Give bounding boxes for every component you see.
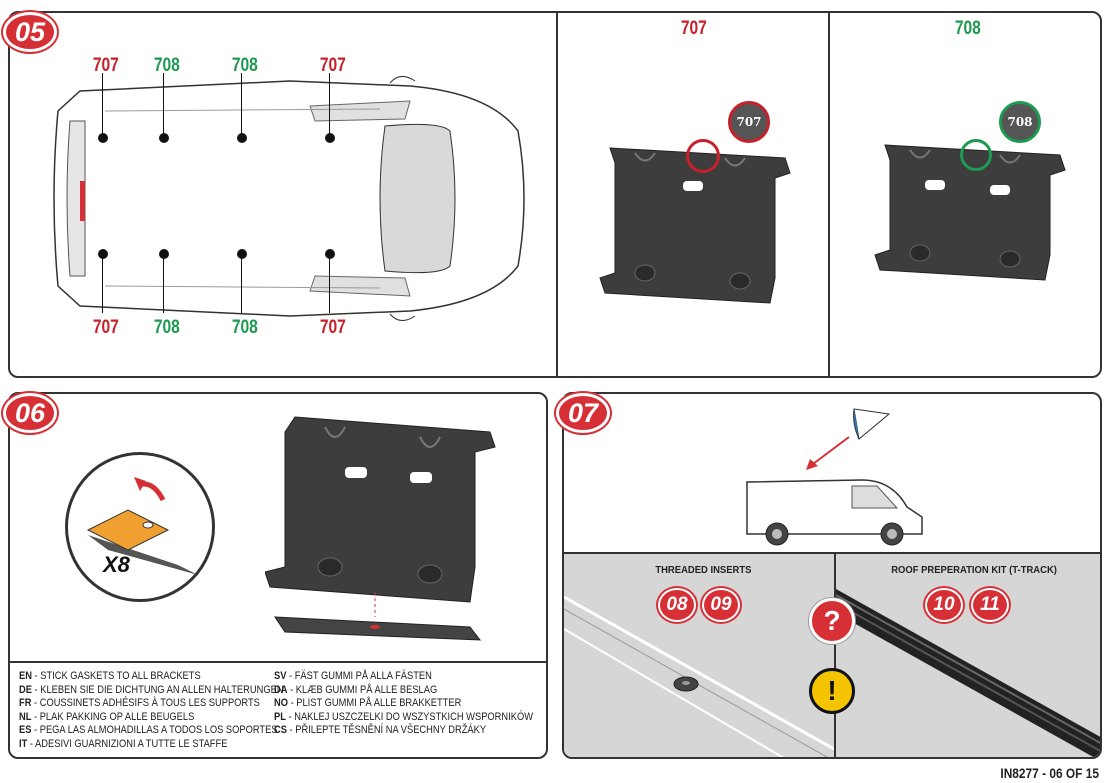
instructions-divider [10,661,546,663]
instruction-es: ES - PEGA LAS ALMOHADILLAS A TODOS LOS S… [19,724,278,737]
label-707-bottom-1: 707 [92,317,119,338]
gasket-multiplier: X8 [103,552,130,577]
van-side-view-illustration [746,479,923,546]
question-icon: ? [809,598,855,644]
bracket-708-title: 708 [954,18,981,39]
label-707-top-2: 707 [319,55,346,76]
instruction-en: EN - STICK GASKETS TO ALL BRACKETS [19,670,201,682]
label-708-bottom-2: 708 [231,317,258,338]
label-708-top-1: 708 [153,55,180,76]
detail-divider [834,554,836,757]
step-05-panel: 707 708 708 707 707 708 708 707 [8,11,1102,378]
bracket-707-illustration [599,147,791,304]
step-07-badge: 07 [556,393,610,433]
divider [556,13,558,376]
threaded-insert-illustration [564,595,834,757]
instruction-pl: PL - NAKLEJ USZCZELKI DO WSZYSTKICH WSPO… [274,710,533,723]
instruction-de: DE - KLEBEN SIE DIE DICHTUNG AN ALLEN HA… [19,683,284,696]
bracket-707-title: 707 [680,18,707,39]
van-top-view-illustration [53,76,525,321]
ref-09: 09 [702,588,740,622]
step-05-badge: 05 [3,12,57,52]
ref-11: 11 [971,588,1009,622]
label-707-top-1: 707 [92,55,119,76]
instructions-col-2: SV - FÄST GUMMI PÅ ALLA FÄSTEN DA - KLÆB… [274,670,533,738]
bracket-707-tag: 707 [728,101,770,143]
label-707-bottom-2: 707 [319,317,346,338]
t-track-illustration [836,589,1100,757]
warning-icon: ! [809,668,855,714]
threaded-inserts-title: THREADED INSERTS [655,564,752,576]
instruction-fr: FR - COUSSINETS ADHÉSIFS À TOUS LES SUPP… [19,697,260,710]
instruction-da: DA - KLÆB GUMMI PÅ ALLE BESLAG [274,683,438,696]
page-footer: IN8277 - 06 OF 15 [1000,765,1099,781]
ref-10: 10 [925,588,963,622]
bracket-708-illustration [874,144,1066,281]
ref-08: 08 [658,588,696,622]
divider [828,13,830,376]
instruction-it: IT - ADESIVI GUARNIZIONI A TUTTE LE STAF… [19,737,228,750]
instruction-sv: SV - FÄST GUMMI PÅ ALLA FÄSTEN [274,670,432,682]
bracket-with-gasket-illustration [265,416,496,641]
step-06-badge: 06 [3,393,57,433]
step-06-panel: X8 EN - STICK GASKETS TO ALL BRACKETS DE… [8,392,548,759]
instructions-col-1: EN - STICK GASKETS TO ALL BRACKETS DE - … [19,670,284,752]
gasket-closeup-circle [65,452,215,602]
bracket-708-tag: 708 [999,101,1041,143]
view-direction-illustration [806,408,891,470]
bracket-708-zoom-ring [960,139,992,171]
roof-kit-title: ROOF PREPERATION KIT (T-TRACK) [891,564,1057,576]
instruction-nl: NL - PLAK PAKKING OP ALLE BEUGELS [19,710,195,723]
bracket-707-zoom-ring [686,139,720,173]
instruction-no: NO - PLIST GUMMI PÅ ALLE BRAKKETTER [274,697,462,710]
label-708-bottom-1: 708 [153,317,180,338]
detail-area: THREADED INSERTS ROOF PREPERATION KIT (T… [564,552,1100,757]
step-07-panel: THREADED INSERTS ROOF PREPERATION KIT (T… [562,392,1102,759]
instruction-cs: CS - PŘILEPTE TĚSNĚNÍ NA VŠECHNY DRŽÁKY [274,724,487,737]
label-708-top-2: 708 [231,55,258,76]
